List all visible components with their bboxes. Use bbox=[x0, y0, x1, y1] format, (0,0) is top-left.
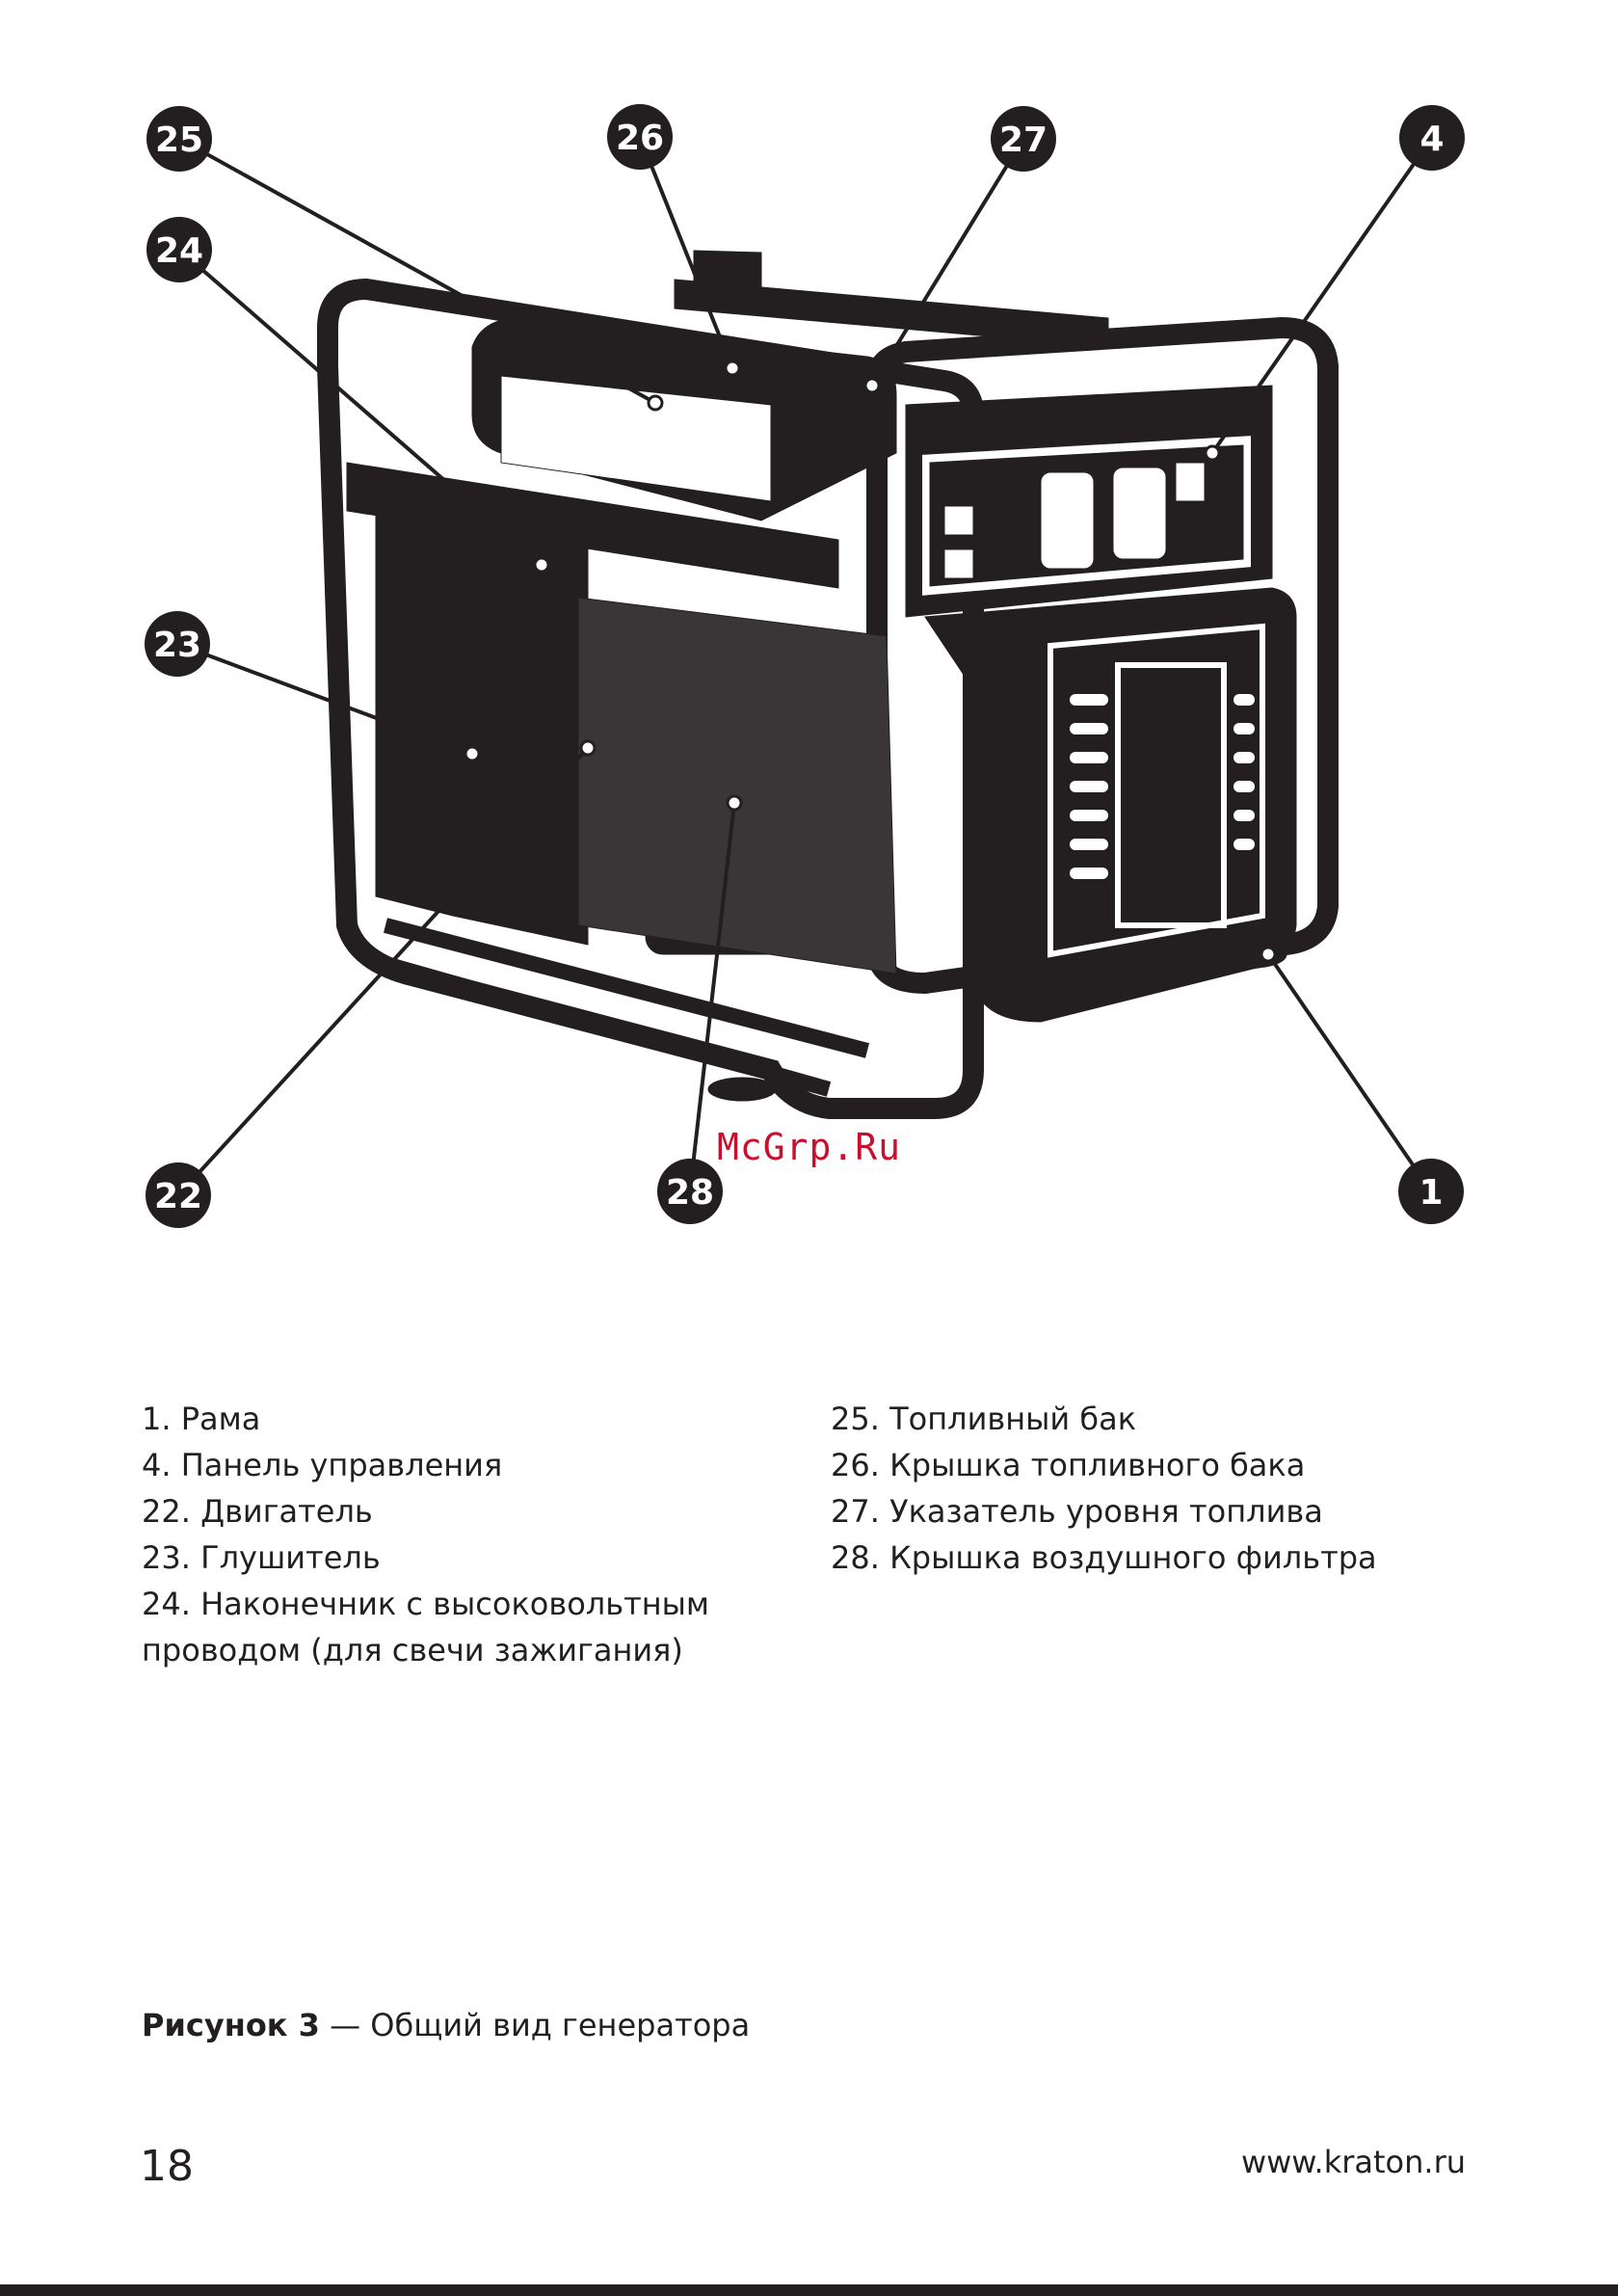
generator-illustration: 25 26 27 4 24 23 22 28 bbox=[145, 104, 1465, 1228]
watermark: McGrp.Ru bbox=[717, 1126, 902, 1168]
callout-27: 27 bbox=[991, 106, 1056, 172]
generator-drawing bbox=[317, 250, 1339, 1119]
callout-1: 1 bbox=[1398, 1159, 1464, 1224]
svg-text:25: 25 bbox=[155, 120, 203, 160]
legend-item: 24. Наконечник с высоковольтным проводом… bbox=[142, 1586, 710, 1669]
svg-text:27: 27 bbox=[999, 120, 1048, 160]
bottom-rule bbox=[0, 2284, 1618, 2296]
leader-dots bbox=[464, 360, 1277, 963]
callout-badges: 25 26 27 4 24 23 22 28 bbox=[145, 104, 1465, 1228]
site-url: www.kraton.ru bbox=[1240, 2144, 1466, 2180]
callout-22: 22 bbox=[146, 1162, 211, 1228]
callout-24: 24 bbox=[146, 217, 212, 282]
legend-item: 25. Топливный бак bbox=[831, 1401, 1137, 1437]
figure-caption-label: Рисунок 3 bbox=[142, 2007, 320, 2043]
leader-lines bbox=[176, 136, 1434, 1197]
legend-right-column: 25. Топливный бак 26. Крышка топливного … bbox=[831, 1396, 1377, 1581]
svg-text:22: 22 bbox=[154, 1177, 202, 1216]
legend-item: 22. Двигатель bbox=[142, 1493, 373, 1530]
legend-item: 26. Крышка топливного бака bbox=[831, 1447, 1306, 1483]
legend-item: 23. Глушитель bbox=[142, 1539, 381, 1576]
figure-caption: Рисунок 3 — Общий вид генератора bbox=[142, 2007, 750, 2043]
figure-caption-text: — Общий вид генератора bbox=[319, 2007, 751, 2043]
page-number: 18 bbox=[140, 2142, 194, 2191]
legend-item: 4. Панель управления bbox=[142, 1447, 503, 1483]
legend-left-column: 1. Рама 4. Панель управления 22. Двигате… bbox=[142, 1396, 797, 1673]
callout-4: 4 bbox=[1399, 105, 1465, 171]
svg-text:1: 1 bbox=[1419, 1173, 1443, 1213]
legend-item: 1. Рама bbox=[142, 1401, 261, 1437]
svg-text:28: 28 bbox=[666, 1173, 714, 1213]
callout-26: 26 bbox=[607, 104, 673, 170]
callout-28: 28 bbox=[657, 1159, 723, 1224]
svg-text:26: 26 bbox=[616, 119, 664, 158]
svg-text:23: 23 bbox=[153, 626, 201, 665]
callout-23: 23 bbox=[145, 611, 210, 677]
svg-text:4: 4 bbox=[1419, 120, 1444, 159]
legend-item: 27. Указатель уровня топлива bbox=[831, 1493, 1323, 1530]
svg-text:24: 24 bbox=[155, 231, 203, 271]
legend-item: 28. Крышка воздушного фильтра bbox=[831, 1539, 1377, 1576]
callout-25: 25 bbox=[146, 106, 212, 172]
